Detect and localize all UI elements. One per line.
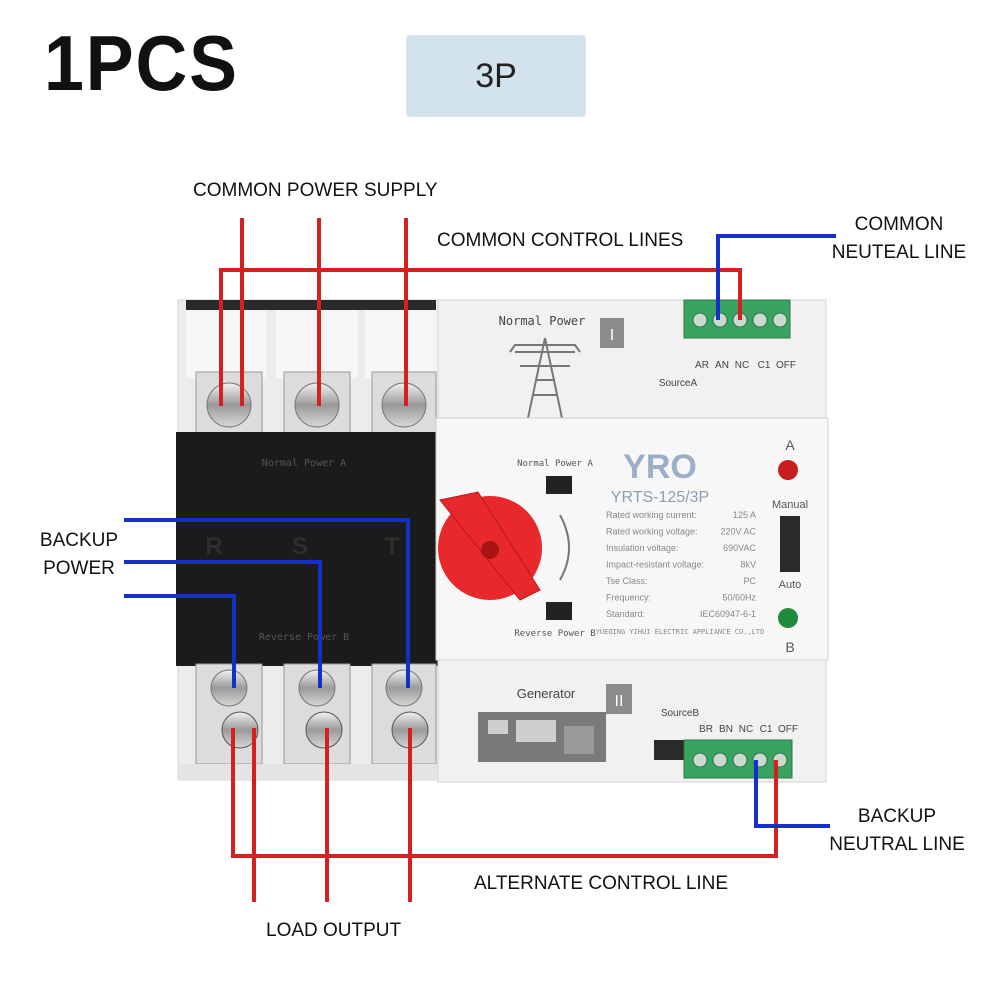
led-b xyxy=(778,608,798,628)
spec-value: 50/60Hz xyxy=(722,593,756,603)
terminal-b-c1: C1 xyxy=(760,724,773,735)
terminal-b-off: OFF xyxy=(778,724,798,735)
source-a-text: SourceA xyxy=(659,378,698,389)
source-b-module: Generator II SourceB BR BN NC C1 OFF xyxy=(437,659,827,783)
spec-key: Rated working voltage: xyxy=(606,527,698,537)
spec-key: Frequency: xyxy=(606,593,651,603)
generator-label: Generator xyxy=(517,686,576,701)
rotate-arrow-icon xyxy=(559,514,570,581)
backup-power-line1: BACKUP xyxy=(39,530,119,551)
spec-key: Impact-resistant voltage: xyxy=(606,560,704,570)
spec-value: 220V AC xyxy=(720,527,756,537)
alternate-control-line-label: ALTERNATE CONTROL LINE xyxy=(474,873,729,894)
reverse-power-b-text: Reverse Power B xyxy=(259,632,349,643)
maker-text: YUEQING YIHUI ELECTRIC APPLIANCE CO.,LTD xyxy=(596,628,765,636)
spec-value: 8kV xyxy=(740,560,756,570)
common-power-supply-label: COMMON POWER SUPPLY xyxy=(193,180,438,201)
terminal-b-nc: NC xyxy=(739,724,753,735)
normal-power-a-text: Normal Power A xyxy=(262,458,346,469)
black-cover: Normal Power A Reverse Power B R S T xyxy=(176,432,438,666)
spec-key: Rated working current: xyxy=(606,510,697,520)
backup-neutral-line-line2: NEUTRAL LINE xyxy=(829,834,965,855)
spec-key: Tse Class: xyxy=(606,576,648,586)
backup-power-line2: POWER xyxy=(43,558,115,579)
spec-value: PC xyxy=(743,576,756,586)
spec-key: Standard: xyxy=(606,609,645,619)
source-a-mark: I xyxy=(610,327,614,344)
common-neutral-line-label: COMMON NEUTEAL LINE xyxy=(826,214,972,264)
brand-logo: YRO xyxy=(623,448,697,486)
normal-power-label: Normal Power xyxy=(499,314,586,328)
neutral-wires xyxy=(124,234,836,828)
source-b-text: SourceB xyxy=(661,708,700,719)
terminal-b-br: BR xyxy=(699,724,713,735)
source-b-mark: II xyxy=(615,693,624,710)
spec-key: Insulation voltage: xyxy=(606,543,679,553)
manual-auto-switch xyxy=(780,516,800,572)
controller-module: Normal Power A Reverse Power B YRO YRTS-… xyxy=(435,417,829,661)
quantity-heading: 1PCS xyxy=(44,19,239,107)
terminal-a-ar: AR xyxy=(695,360,709,371)
reverse-power-b-label: Reverse Power B xyxy=(514,629,595,639)
spec-table: Rated working current: 125 A Rated working… xyxy=(606,510,756,619)
generator-icon xyxy=(478,712,606,762)
terminal-a-c1: C1 xyxy=(758,360,771,371)
backup-power-label: BACKUP POWER xyxy=(34,530,124,580)
backup-neutral-line-line1: BACKUP xyxy=(857,806,937,827)
window-b xyxy=(546,602,572,620)
common-control-lines-label: COMMON CONTROL LINES xyxy=(437,230,684,251)
phase-r: R xyxy=(205,533,222,560)
pylon-icon xyxy=(509,337,581,419)
backup-neutral-line-label: BACKUP NEUTRAL LINE xyxy=(824,806,970,856)
bottom-terminals xyxy=(178,663,440,780)
terminal-b-bn: BN xyxy=(719,724,733,735)
terminal-a-off: OFF xyxy=(776,360,796,371)
normal-power-a-label: Normal Power A xyxy=(517,459,593,469)
window-a xyxy=(546,476,572,494)
indicator-b-label: B xyxy=(785,639,794,655)
phase-t: T xyxy=(385,533,400,560)
phase-s: S xyxy=(292,533,308,560)
terminal-a-nc: NC xyxy=(735,360,749,371)
led-a xyxy=(778,460,798,480)
common-neutral-line-line1: COMMON xyxy=(854,214,944,235)
spec-value: 125 A xyxy=(733,510,756,520)
indicator-a-label: A xyxy=(785,437,795,453)
source-a-module: Normal Power I AR AN NC C1 OFF SourceA xyxy=(437,299,827,419)
top-terminals xyxy=(195,371,437,437)
common-neutral-line-line2: NEUTEAL LINE xyxy=(831,242,967,263)
auto-label: Auto xyxy=(779,579,802,591)
rotary-knob xyxy=(438,491,542,601)
terminal-a-an: AN xyxy=(715,360,729,371)
poles-badge: 3P xyxy=(406,35,586,117)
load-output-label: LOAD OUTPUT xyxy=(266,920,402,941)
spec-value: IEC60947-6-1 xyxy=(700,609,756,619)
model-text: YRTS-125/3P xyxy=(611,489,709,506)
spec-value: 690VAC xyxy=(723,543,756,553)
manual-label: Manual xyxy=(772,499,808,511)
power-wires xyxy=(219,218,778,902)
